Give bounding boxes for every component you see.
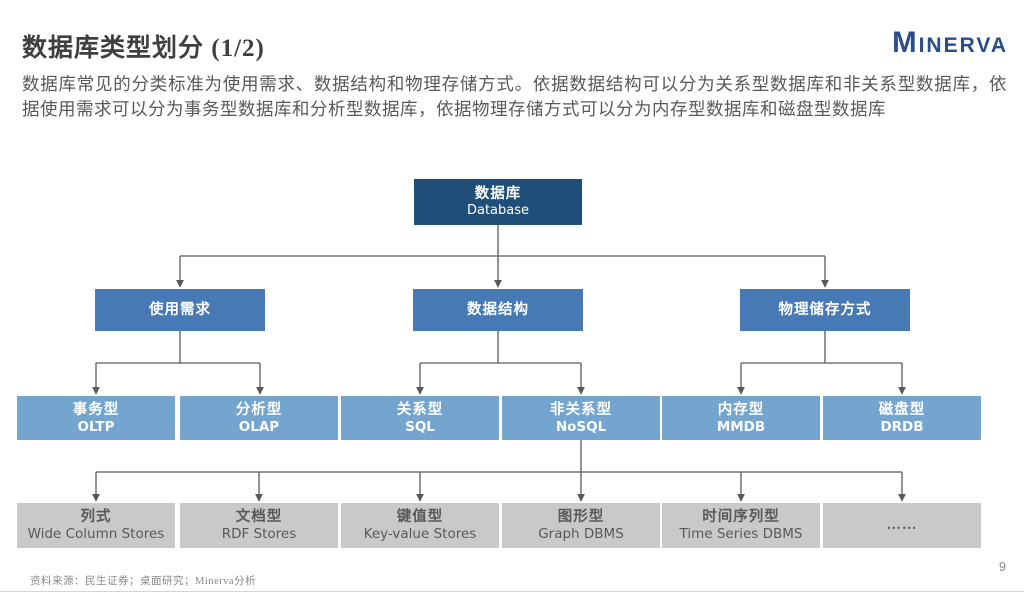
node-key-value-en: Key-value Stores	[363, 526, 477, 543]
node-nosql-en: NoSQL	[555, 418, 607, 435]
node-key-value-zh: 键值型	[396, 509, 444, 525]
node-graph-dbms: 图形型 Graph DBMS	[502, 503, 660, 548]
node-oltp: 事务型 OLTP	[17, 396, 175, 440]
node-wide-column-en: Wide Column Stores	[27, 526, 165, 543]
bottom-divider	[0, 591, 1024, 592]
node-wide-column-zh: 列式	[80, 509, 112, 525]
node-physical-storage: 物理储存方式	[740, 289, 910, 331]
node-drdb-en: DRDB	[880, 418, 924, 435]
node-usage-demand: 使用需求	[95, 289, 265, 331]
node-sql-en: SQL	[405, 418, 435, 435]
node-sql-zh: 关系型	[396, 401, 444, 418]
node-data-structure-label: 数据结构	[467, 301, 529, 318]
node-sql: 关系型 SQL	[341, 396, 499, 440]
intro-paragraph: 数据库常见的分类标准为使用需求、数据结构和物理存储方式。依据数据结构可以分为关系…	[22, 74, 1007, 119]
node-nosql: 非关系型 NoSQL	[502, 396, 660, 440]
node-olap: 分析型 OLAP	[180, 396, 338, 440]
source-note: 资料来源：民生证券；桌面研究；Minerva分析	[30, 576, 257, 587]
node-oltp-en: OLTP	[77, 418, 115, 435]
page-title: 数据库类型划分 (1/2)	[22, 35, 265, 62]
node-time-series-dbms: 时间序列型 Time Series DBMS	[662, 503, 820, 548]
page-number: 9	[999, 560, 1006, 574]
node-key-value-stores: 键值型 Key-value Stores	[341, 503, 499, 548]
node-mmdb: 内存型 MMDB	[662, 396, 820, 440]
node-time-series-zh: 时间序列型	[702, 509, 780, 525]
node-database-en: Database	[466, 202, 530, 218]
node-others-zh: ……	[886, 517, 918, 534]
node-graph-en: Graph DBMS	[538, 526, 624, 543]
node-oltp-zh: 事务型	[72, 401, 120, 418]
node-nosql-zh: 非关系型	[550, 401, 612, 418]
node-mmdb-en: MMDB	[716, 418, 766, 435]
node-data-structure: 数据结构	[413, 289, 583, 331]
node-wide-column-stores: 列式 Wide Column Stores	[17, 503, 175, 548]
node-physical-storage-label: 物理储存方式	[778, 301, 872, 318]
node-olap-zh: 分析型	[235, 401, 283, 418]
node-database-root: 数据库 Database	[414, 179, 582, 225]
node-rdf-zh: 文档型	[235, 509, 283, 525]
node-graph-zh: 图形型	[557, 509, 605, 525]
node-rdf-stores: 文档型 RDF Stores	[180, 503, 338, 548]
minerva-logo: MINERVA	[892, 26, 1008, 59]
node-rdf-en: RDF Stores	[221, 526, 297, 543]
node-others-ellipsis: ……	[823, 503, 981, 548]
node-usage-demand-label: 使用需求	[149, 301, 211, 318]
node-olap-en: OLAP	[238, 418, 280, 435]
node-database-zh: 数据库	[474, 185, 522, 202]
node-time-series-en: Time Series DBMS	[679, 526, 803, 543]
node-drdb: 磁盘型 DRDB	[823, 396, 981, 440]
node-mmdb-zh: 内存型	[717, 401, 765, 418]
node-drdb-zh: 磁盘型	[878, 401, 926, 418]
